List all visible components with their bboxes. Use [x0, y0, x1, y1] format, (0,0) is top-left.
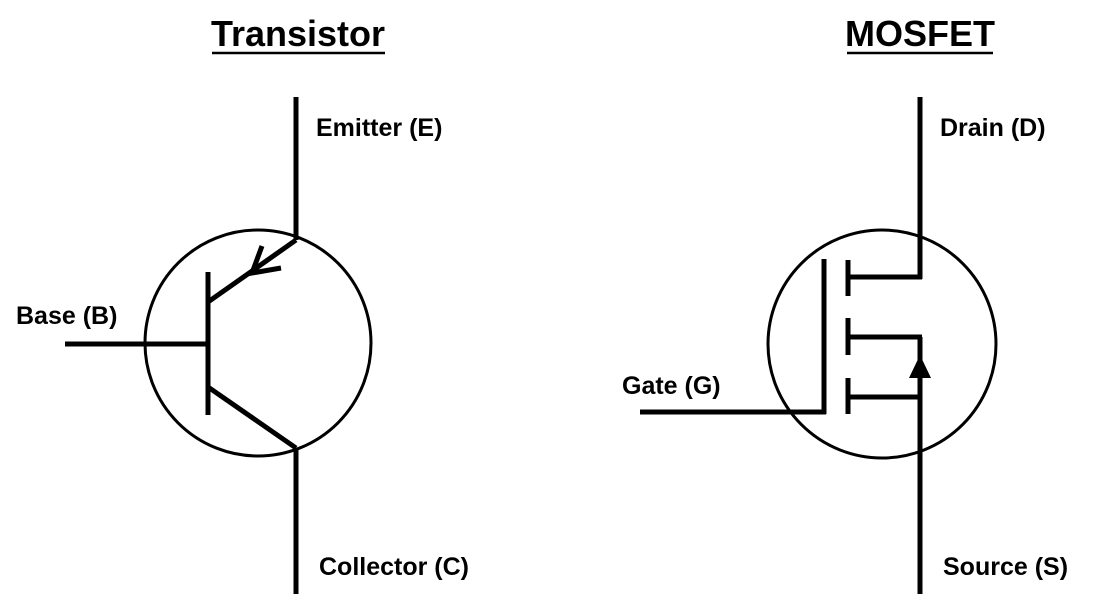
source-label: Source (S)	[943, 553, 1068, 581]
mosfet-symbol: MOSFET Drain (D) Gate (G) Source (S)	[622, 13, 1068, 594]
gate-label: Gate (G)	[622, 372, 721, 400]
transistor-symbol: Transistor Emitter (E) Base (B) Collecto…	[16, 13, 469, 594]
body-arrow-icon	[909, 355, 931, 378]
mosfet-title: MOSFET	[845, 13, 995, 54]
collector-label: Collector (C)	[319, 553, 469, 581]
emitter-label: Emitter (E)	[316, 114, 442, 142]
transistor-title: Transistor	[211, 13, 385, 54]
base-label: Base (B)	[16, 302, 117, 330]
collector-diagonal	[206, 384, 298, 451]
mosfet-envelope-circle	[766, 228, 998, 460]
emitter-arrow-icon	[248, 245, 282, 277]
drain-label: Drain (D)	[940, 114, 1046, 142]
